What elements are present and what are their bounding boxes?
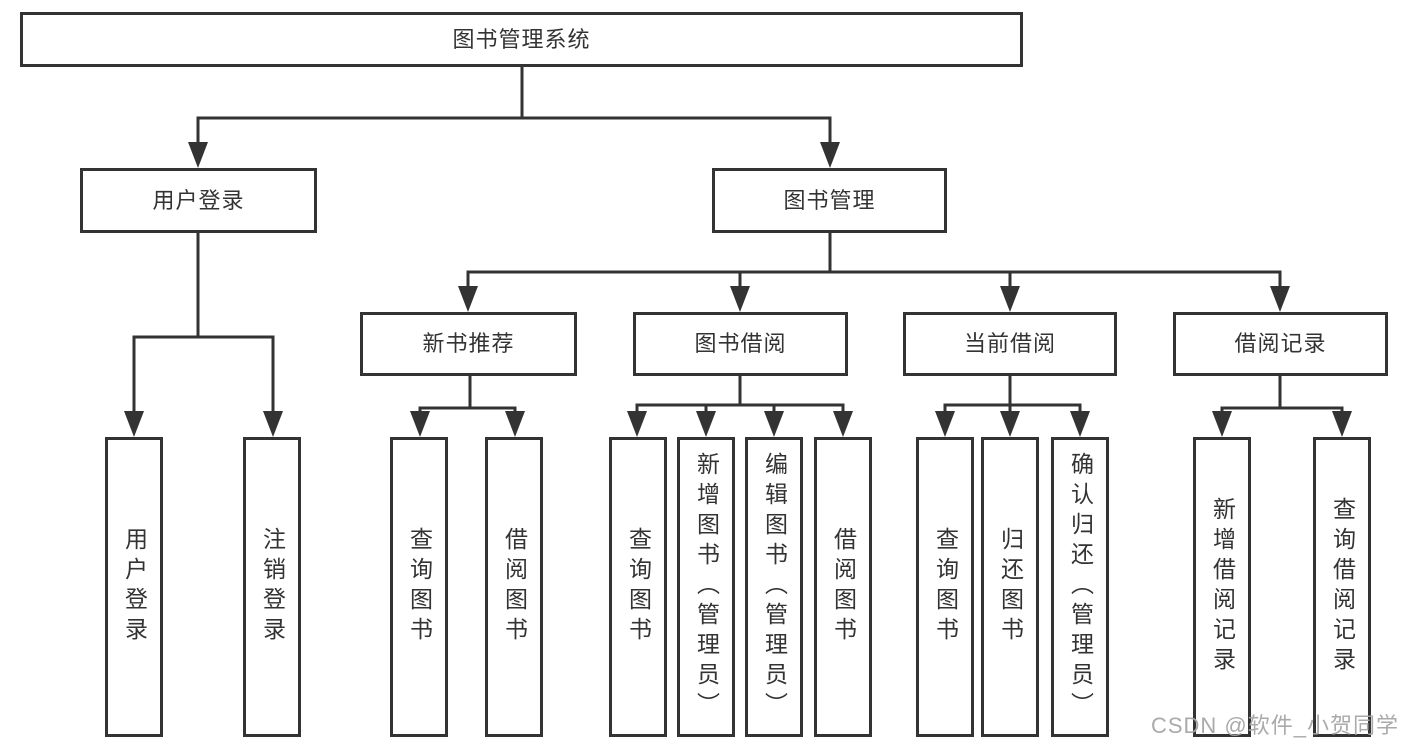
node-book-borrow: 图书借阅	[633, 312, 848, 376]
leaf-record-add-borrow-record: 新增借阅记录	[1193, 437, 1251, 737]
leaf-borrow-borrow-books-label: 借阅图书	[830, 527, 857, 647]
leaf-current-return-books-label: 归还图书	[997, 527, 1024, 647]
leaf-recommend-query-books: 查询图书	[390, 437, 448, 737]
leaf-record-add-borrow-record-label: 新增借阅记录	[1209, 497, 1236, 677]
leaf-user-login: 用户登录	[105, 437, 163, 737]
leaf-borrow-edit-books-admin: 编辑图书（管理员）	[745, 437, 803, 737]
node-book-borrow-label: 图书借阅	[694, 331, 787, 356]
leaf-borrow-query-books-label: 查询图书	[625, 527, 652, 647]
leaf-logout: 注销登录	[243, 437, 301, 737]
node-borrow-record: 借阅记录	[1173, 312, 1388, 376]
leaf-record-query-borrow-record: 查询借阅记录	[1313, 437, 1371, 737]
leaf-current-return-books: 归还图书	[981, 437, 1039, 737]
leaf-borrow-add-books-admin-label: 新增图书（管理员）	[693, 452, 720, 722]
node-book-management-label: 图书管理	[783, 187, 876, 213]
leaf-current-confirm-return-admin-label: 确认归还（管理员）	[1067, 452, 1094, 722]
leaf-user-login-label: 用户登录	[121, 527, 148, 647]
leaf-borrow-query-books: 查询图书	[609, 437, 667, 737]
leaf-current-confirm-return-admin: 确认归还（管理员）	[1051, 437, 1109, 737]
leaf-recommend-borrow-books-label: 借阅图书	[501, 527, 528, 647]
leaf-borrow-edit-books-admin-label: 编辑图书（管理员）	[761, 452, 788, 722]
leaf-record-query-borrow-record-label: 查询借阅记录	[1329, 497, 1356, 677]
node-book-management: 图书管理	[712, 168, 947, 233]
leaf-recommend-query-books-label: 查询图书	[406, 527, 433, 647]
node-root-label: 图书管理系统	[452, 26, 591, 52]
node-borrow-record-label: 借阅记录	[1234, 331, 1327, 356]
node-new-book-recommend: 新书推荐	[360, 312, 577, 376]
node-root-library-system: 图书管理系统	[20, 12, 1023, 67]
leaf-borrow-add-books-admin: 新增图书（管理员）	[677, 437, 735, 737]
node-user-login-label: 用户登录	[152, 187, 245, 213]
leaf-logout-label: 注销登录	[259, 527, 286, 647]
node-current-borrow: 当前借阅	[903, 312, 1117, 376]
leaf-current-query-books-label: 查询图书	[932, 527, 959, 647]
leaf-current-query-books: 查询图书	[916, 437, 974, 737]
node-current-borrow-label: 当前借阅	[963, 331, 1056, 356]
node-new-book-recommend-label: 新书推荐	[422, 331, 515, 356]
node-user-login: 用户登录	[80, 168, 317, 233]
leaf-recommend-borrow-books: 借阅图书	[485, 437, 543, 737]
leaf-borrow-borrow-books: 借阅图书	[814, 437, 872, 737]
